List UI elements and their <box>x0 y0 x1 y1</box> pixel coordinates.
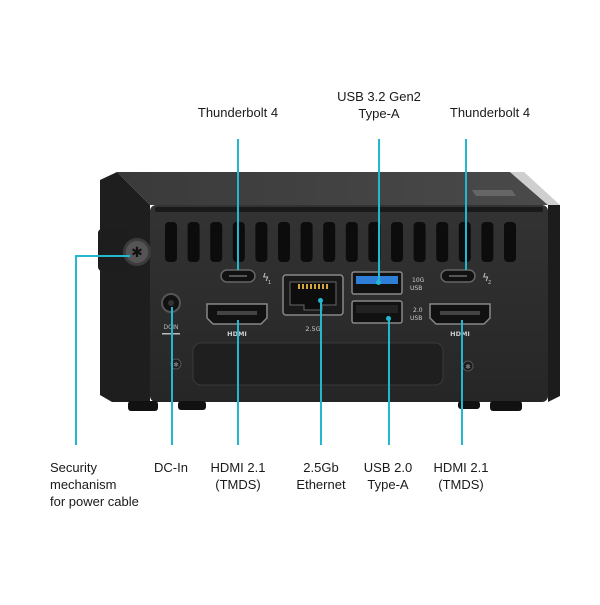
dc-in-pin <box>168 300 174 306</box>
thunderbolt-number-2: 2 <box>488 280 491 286</box>
usb10g-marking-2: USB <box>410 285 422 292</box>
callout-dot <box>386 316 391 321</box>
callout-usb20 <box>388 318 390 445</box>
label-dcin: DC-In <box>154 460 188 475</box>
label-usb20: USB 2.0 Type-A <box>363 460 413 492</box>
ethernet-contacts <box>298 284 328 289</box>
thunderbolt-port-right-tongue <box>449 275 467 277</box>
vent-slot <box>300 222 313 262</box>
chassis-side <box>100 172 150 402</box>
callout-dot <box>318 298 323 303</box>
callout-security-h <box>75 255 130 257</box>
vent-slot <box>165 222 177 262</box>
vent-slot <box>436 222 449 262</box>
foot-left <box>178 401 206 410</box>
callout-ethernet <box>320 300 322 445</box>
foot-left-back <box>128 401 158 411</box>
label-security: Security mechanism for power cable <box>50 460 139 509</box>
usb10g-marking-1: 10G <box>412 277 425 284</box>
vent-slot <box>481 222 494 262</box>
thunderbolt-number-1: 1 <box>268 280 271 286</box>
label-thunderbolt-right: Thunderbolt 4 <box>449 105 531 120</box>
vent-slot <box>323 222 336 262</box>
callout-dcin <box>171 307 173 445</box>
ethernet-socket <box>289 281 337 311</box>
thunderbolt-port-left-tongue <box>229 275 247 277</box>
vent-slot <box>413 222 426 262</box>
callout-dot <box>376 280 381 285</box>
chassis-right-side <box>548 205 560 402</box>
vent-slot <box>391 222 403 262</box>
vent-slot <box>504 222 516 262</box>
vent-slot <box>255 222 268 262</box>
vent-slot <box>210 222 223 262</box>
label-hdmi-right: HDMI 2.1 (TMDS) <box>433 460 489 492</box>
callout-thunderbolt-left <box>237 139 239 270</box>
foot-right <box>490 401 522 411</box>
callout-hdmi-right <box>461 320 463 445</box>
torx-icon: ✱ <box>131 245 143 261</box>
chassis-top <box>117 172 548 205</box>
security-bracket <box>98 229 128 271</box>
vent-grille <box>165 222 516 262</box>
usb20-tongue <box>356 305 398 313</box>
vent-slot <box>278 222 290 262</box>
vent-slot <box>368 222 381 262</box>
chassis-edge-trim <box>510 172 560 205</box>
callout-usb32 <box>378 139 380 282</box>
screw-right-slot: ✱ <box>465 363 471 371</box>
foot-right-back <box>458 401 480 409</box>
label-ethernet: 2.5Gb Ethernet <box>296 460 346 492</box>
lan-marking: 2.5G <box>305 325 320 333</box>
hdmi-port-right-tongue <box>440 311 480 315</box>
thunderbolt-icon: ϟ <box>482 271 489 284</box>
usb2-marking-1: 2.0 <box>413 307 423 314</box>
security-screw-ring <box>126 241 148 263</box>
usb2-marking-2: USB <box>410 315 422 322</box>
vent-slot <box>345 222 358 262</box>
hdmi-logo-right: HDMI <box>450 330 470 338</box>
front-lip <box>155 207 543 212</box>
vent-slot <box>232 222 245 262</box>
bottom-panel <box>192 342 444 386</box>
logo-mark <box>472 190 516 196</box>
screw-right <box>462 360 474 372</box>
hdmi-port-left-tongue <box>217 311 257 315</box>
thunderbolt-icon: ϟ <box>262 271 269 284</box>
label-hdmi-left: HDMI 2.1 (TMDS) <box>210 460 266 492</box>
callout-thunderbolt-right <box>465 139 467 270</box>
callout-security-v <box>75 255 77 445</box>
label-usb32: USB 3.2 Gen2 Type-A <box>337 89 421 121</box>
vent-slot <box>187 222 200 262</box>
screw-left-slot: ✱ <box>173 361 179 369</box>
label-thunderbolt-left: Thunderbolt 4 <box>197 105 279 120</box>
vent-slot <box>458 222 471 262</box>
callout-hdmi-left <box>237 320 239 445</box>
